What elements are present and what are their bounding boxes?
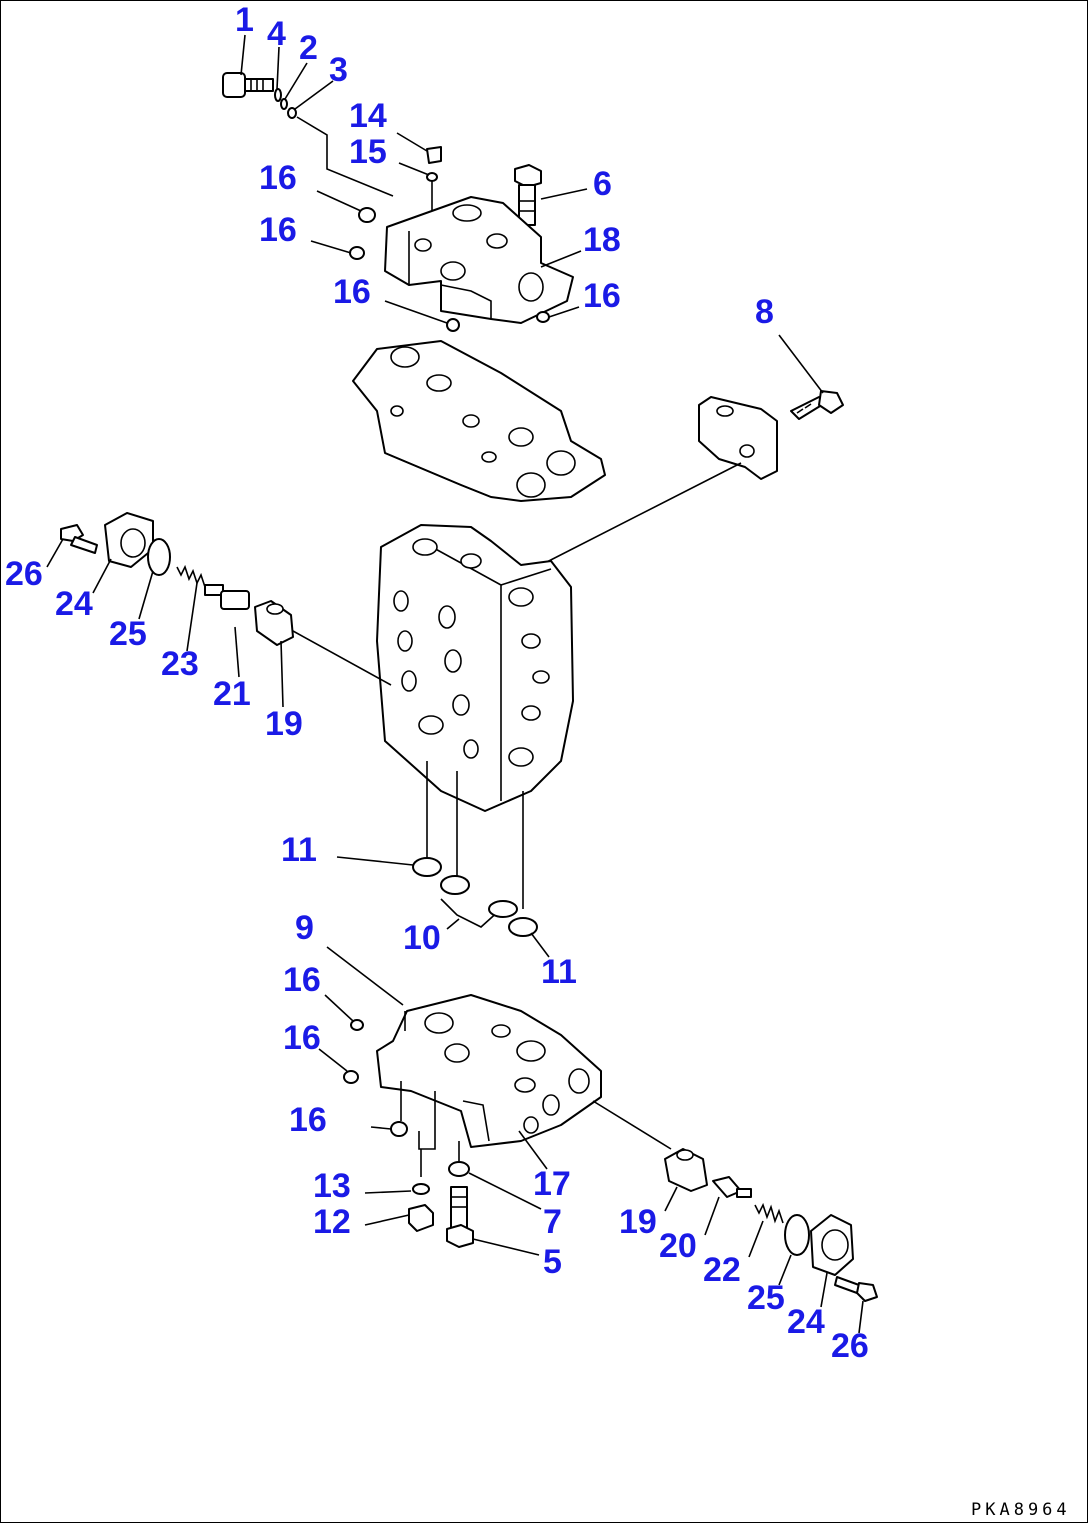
callout-16-g: 16 bbox=[289, 1101, 327, 1139]
callout-26-left: 26 bbox=[5, 555, 43, 593]
bolt-8 bbox=[791, 391, 843, 419]
drawing-code: PKA8964 bbox=[971, 1500, 1071, 1520]
bolt-26-left bbox=[61, 525, 97, 553]
callout-23: 23 bbox=[161, 645, 199, 683]
callout-2: 2 bbox=[299, 29, 318, 67]
callout-18: 18 bbox=[583, 221, 621, 259]
main-valve-body bbox=[377, 525, 573, 811]
sleeve-19-right bbox=[665, 1149, 707, 1191]
plug-12 bbox=[409, 1205, 433, 1231]
callout-24-left: 24 bbox=[55, 585, 93, 623]
callout-16-f: 16 bbox=[283, 1019, 321, 1057]
callout-16-d: 16 bbox=[583, 277, 621, 315]
o-ring-25-left bbox=[148, 539, 170, 575]
callout-13: 13 bbox=[313, 1167, 351, 1205]
callout-9: 9 bbox=[295, 909, 314, 947]
spring-23 bbox=[177, 567, 205, 587]
callout-16-c: 16 bbox=[333, 273, 371, 311]
spring-22 bbox=[755, 1205, 783, 1223]
flange-24-left bbox=[105, 513, 153, 567]
o-ring-11-lower-a bbox=[489, 901, 517, 917]
plug-16f bbox=[344, 1071, 358, 1083]
flange-24-right bbox=[811, 1215, 853, 1275]
callout-15: 15 bbox=[349, 133, 387, 171]
callout-4: 4 bbox=[267, 15, 286, 53]
callout-17: 17 bbox=[533, 1165, 571, 1203]
callout-3: 3 bbox=[329, 51, 348, 89]
sleeve-19-left bbox=[255, 601, 293, 645]
spool-20 bbox=[713, 1177, 751, 1197]
callout-6: 6 bbox=[593, 165, 612, 203]
bolt-26-right bbox=[835, 1277, 877, 1301]
o-ring-11-lower-b bbox=[509, 918, 537, 936]
upper-valve-section bbox=[353, 341, 605, 501]
callout-25-right: 25 bbox=[747, 1279, 785, 1317]
washer-4 bbox=[275, 89, 281, 101]
callout-25-left: 25 bbox=[109, 615, 147, 653]
callout-26-right: 26 bbox=[831, 1327, 869, 1365]
callout-12: 12 bbox=[313, 1203, 351, 1241]
callout-19-left: 19 bbox=[265, 705, 303, 743]
callout-16-a: 16 bbox=[259, 159, 297, 197]
callout-19-right: 19 bbox=[619, 1203, 657, 1241]
end-cap-bracket bbox=[699, 397, 777, 479]
spool-21 bbox=[205, 585, 249, 609]
callout-16-e: 16 bbox=[283, 961, 321, 999]
lower-valve-section-17 bbox=[377, 995, 601, 1147]
callout-11-lower: 11 bbox=[541, 953, 577, 991]
callout-10: 10 bbox=[403, 919, 441, 957]
cover-block-18 bbox=[385, 197, 573, 323]
plug-16a bbox=[359, 208, 375, 222]
callout-22: 22 bbox=[703, 1251, 741, 1289]
o-ring-11-upper bbox=[413, 858, 441, 876]
o-ring-13 bbox=[413, 1184, 429, 1194]
bolt-5 bbox=[447, 1187, 473, 1247]
plug-16d bbox=[537, 312, 549, 322]
callout-21: 21 bbox=[213, 675, 251, 713]
plug-16c bbox=[447, 319, 459, 331]
washer-2 bbox=[281, 99, 287, 109]
top-bolt-1 bbox=[223, 73, 273, 97]
callout-11-upper: 11 bbox=[281, 831, 317, 869]
callout-16-b: 16 bbox=[259, 211, 297, 249]
small-screw-14 bbox=[427, 147, 441, 163]
callout-20: 20 bbox=[659, 1227, 697, 1265]
plug-16b bbox=[350, 247, 364, 259]
callout-1: 1 bbox=[235, 1, 254, 39]
callout-5: 5 bbox=[543, 1243, 562, 1281]
o-ring-25-right bbox=[785, 1215, 809, 1255]
o-ring-10 bbox=[441, 876, 469, 894]
callout-14: 14 bbox=[349, 97, 387, 135]
callout-8: 8 bbox=[755, 293, 774, 331]
callout-7: 7 bbox=[543, 1203, 562, 1241]
plug-16e bbox=[351, 1020, 363, 1030]
washer-7 bbox=[449, 1162, 469, 1176]
ring-3 bbox=[288, 108, 296, 118]
plug-16g bbox=[391, 1122, 407, 1136]
callout-24-right: 24 bbox=[787, 1303, 825, 1341]
